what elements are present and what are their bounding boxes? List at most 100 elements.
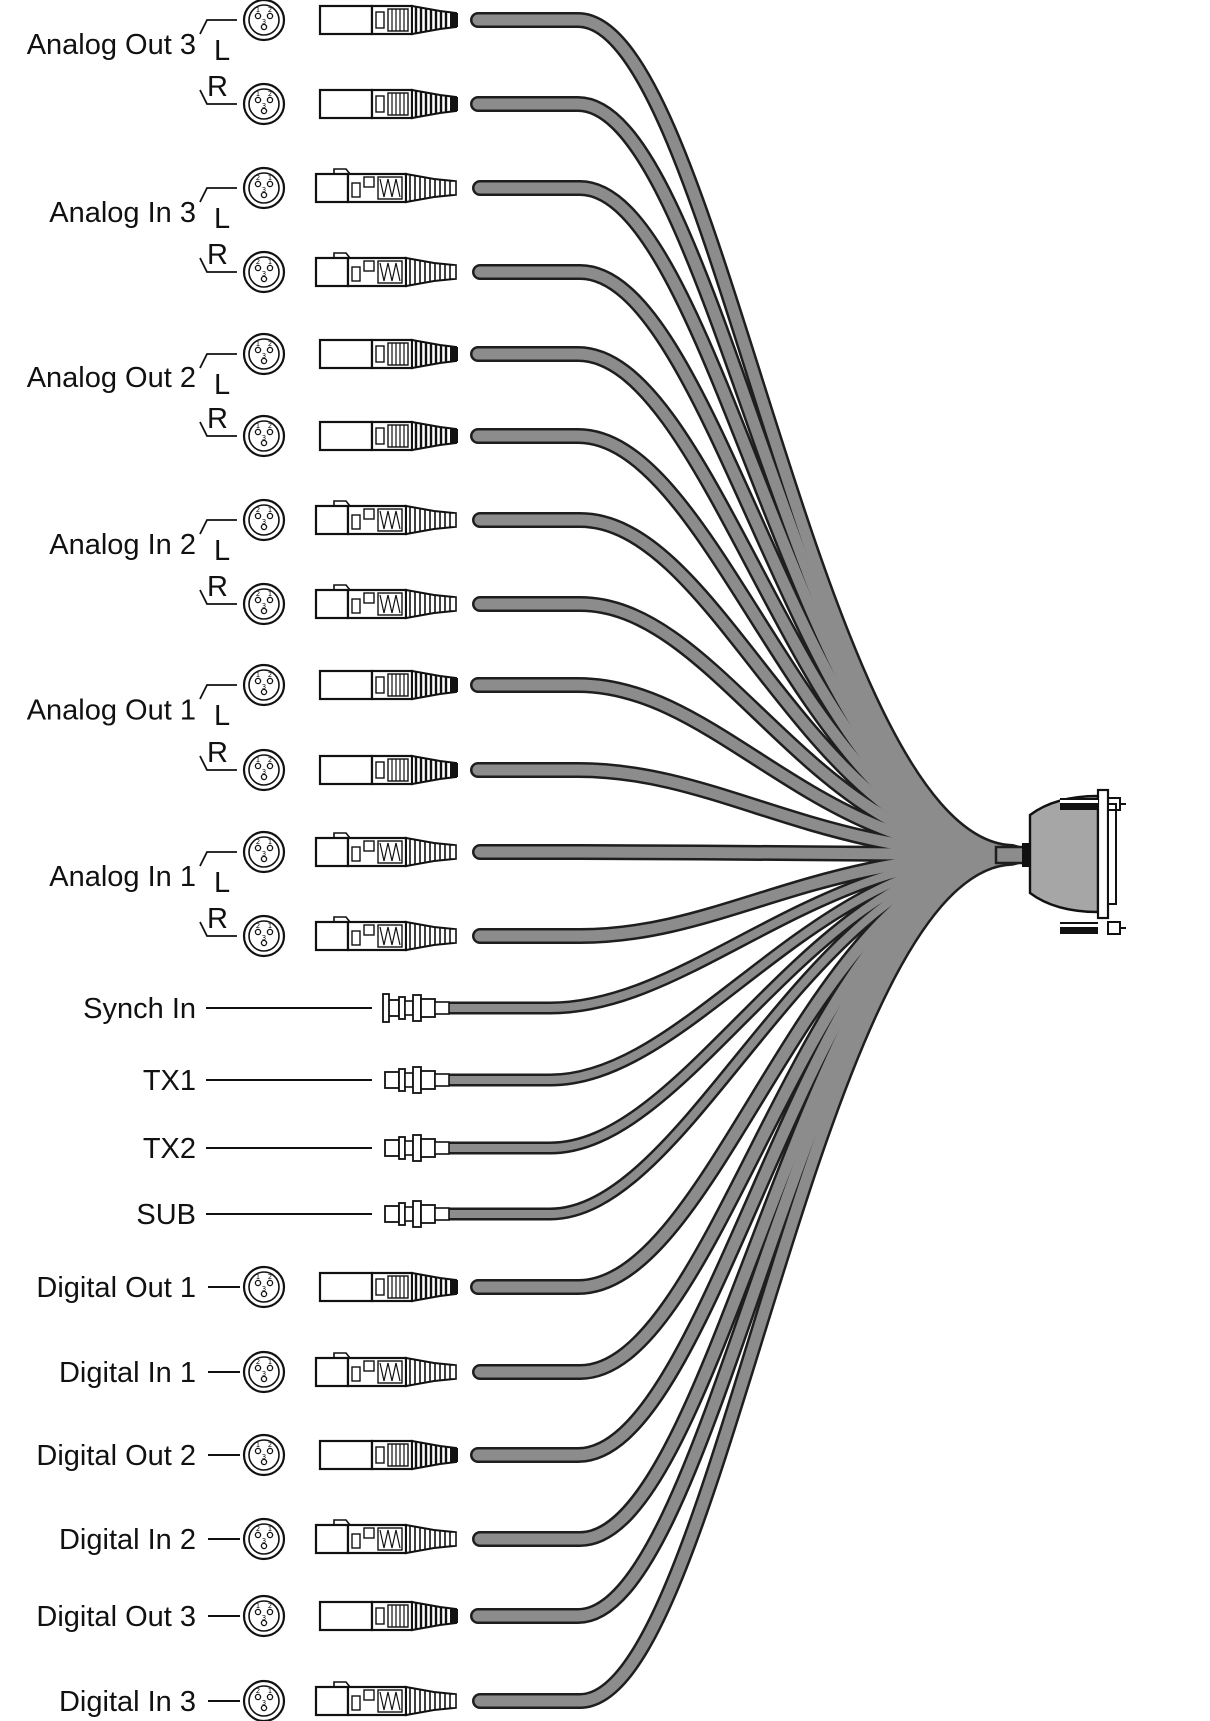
synch-in-connector — [382, 993, 450, 1023]
strain-relief — [1022, 843, 1031, 867]
pin-number: 1 — [256, 422, 260, 430]
sub-connector — [384, 1200, 450, 1228]
pin-number: 2 — [256, 590, 260, 598]
analog-out-2-left-label: L — [214, 369, 230, 401]
bnc-terminator — [382, 993, 390, 1023]
analog-in-1-left-label: L — [214, 867, 230, 899]
analog-in-3-left-label: L — [214, 203, 230, 235]
analog-out-1-right-label: R — [207, 737, 228, 769]
analog-in-3-left-plug-body — [314, 167, 458, 204]
digital-in-3-label: Digital In 3 — [59, 1686, 196, 1718]
pin-number: 1 — [268, 1358, 272, 1366]
digital-out-1-plug-body — [318, 1271, 460, 1303]
pin-number: 3 — [262, 683, 266, 691]
pin-number: 1 — [256, 90, 260, 98]
dsub-flange — [1096, 788, 1110, 920]
analog-in-3-label: Analog In 3 — [49, 197, 196, 229]
analog-in-2-right-plug-body — [314, 583, 458, 620]
pin-number: 3 — [262, 934, 266, 942]
analog-in-1-right-label: R — [207, 903, 228, 935]
analog-out-3-left-plug-body — [318, 4, 460, 36]
analog-out-1-right-plug-body — [318, 754, 460, 786]
analog-out-3-right-plug-body — [318, 88, 460, 120]
dsub-shell — [1028, 794, 1100, 914]
analog-out-3-label: Analog Out 3 — [27, 29, 196, 61]
digital-in-3-cable — [474, 849, 1028, 1707]
analog-in-1-bracket — [199, 851, 237, 937]
pin-number: 2 — [268, 340, 272, 348]
pin-number: 1 — [268, 258, 272, 266]
pin-number: 3 — [262, 1537, 266, 1545]
pin-number: 3 — [262, 186, 266, 194]
analog-out-2-label: Analog Out 2 — [27, 362, 196, 394]
analog-out-2-bracket — [199, 353, 237, 437]
pin-number: 3 — [262, 18, 266, 26]
analog-out-1-bracket — [199, 684, 237, 771]
digital-out-2-label: Digital Out 2 — [36, 1440, 196, 1472]
pin-number: 3 — [262, 434, 266, 442]
analog-out-2-right-label: R — [207, 403, 228, 435]
jack-screw-bottom — [1060, 921, 1126, 935]
pin-number: 1 — [256, 6, 260, 14]
analog-in-2-label: Analog In 2 — [49, 529, 196, 561]
digital-in-2-plug-body — [314, 1518, 458, 1555]
pin-number: 2 — [268, 90, 272, 98]
pin-number: 2 — [256, 1525, 260, 1533]
pin-number: 1 — [268, 1525, 272, 1533]
pin-number: 1 — [268, 590, 272, 598]
pin-number: 2 — [268, 1602, 272, 1610]
pin-number: 2 — [256, 174, 260, 182]
analog-in-2-right-label: R — [207, 571, 228, 603]
digital-out-2-plug-body — [318, 1439, 460, 1471]
pin-number: 3 — [262, 1699, 266, 1707]
synch-in-label: Synch In — [83, 993, 196, 1025]
tx2-connector — [384, 1134, 450, 1162]
dsub-pin-housing — [1107, 803, 1117, 905]
pin-number: 1 — [268, 838, 272, 846]
pin-number: 3 — [262, 270, 266, 278]
pin-number: 3 — [262, 518, 266, 526]
pin-number: 2 — [268, 756, 272, 764]
pin-number: 1 — [256, 756, 260, 764]
digital-in-3-plug-body — [314, 1680, 458, 1717]
pin-number: 2 — [256, 1358, 260, 1366]
pin-number: 3 — [262, 102, 266, 110]
digital-in-1-plug-body — [314, 1351, 458, 1388]
pin-number: 2 — [268, 6, 272, 14]
analog-out-2-left-plug-body — [318, 338, 460, 370]
digital-out-1-label: Digital Out 1 — [36, 1272, 196, 1304]
pin-number: 2 — [256, 1687, 260, 1695]
pin-number: 3 — [262, 850, 266, 858]
analog-out-1-left-plug-body — [318, 669, 460, 701]
pin-number: 1 — [256, 1441, 260, 1449]
sub-label: SUB — [136, 1199, 196, 1231]
pin-number: 1 — [256, 340, 260, 348]
analog-out-1-label: Analog Out 1 — [27, 695, 196, 727]
analog-in-3-right-plug-body — [314, 251, 458, 288]
pin-number: 2 — [268, 1441, 272, 1449]
tx2-label: TX2 — [143, 1133, 196, 1165]
pin-number: 1 — [256, 1602, 260, 1610]
